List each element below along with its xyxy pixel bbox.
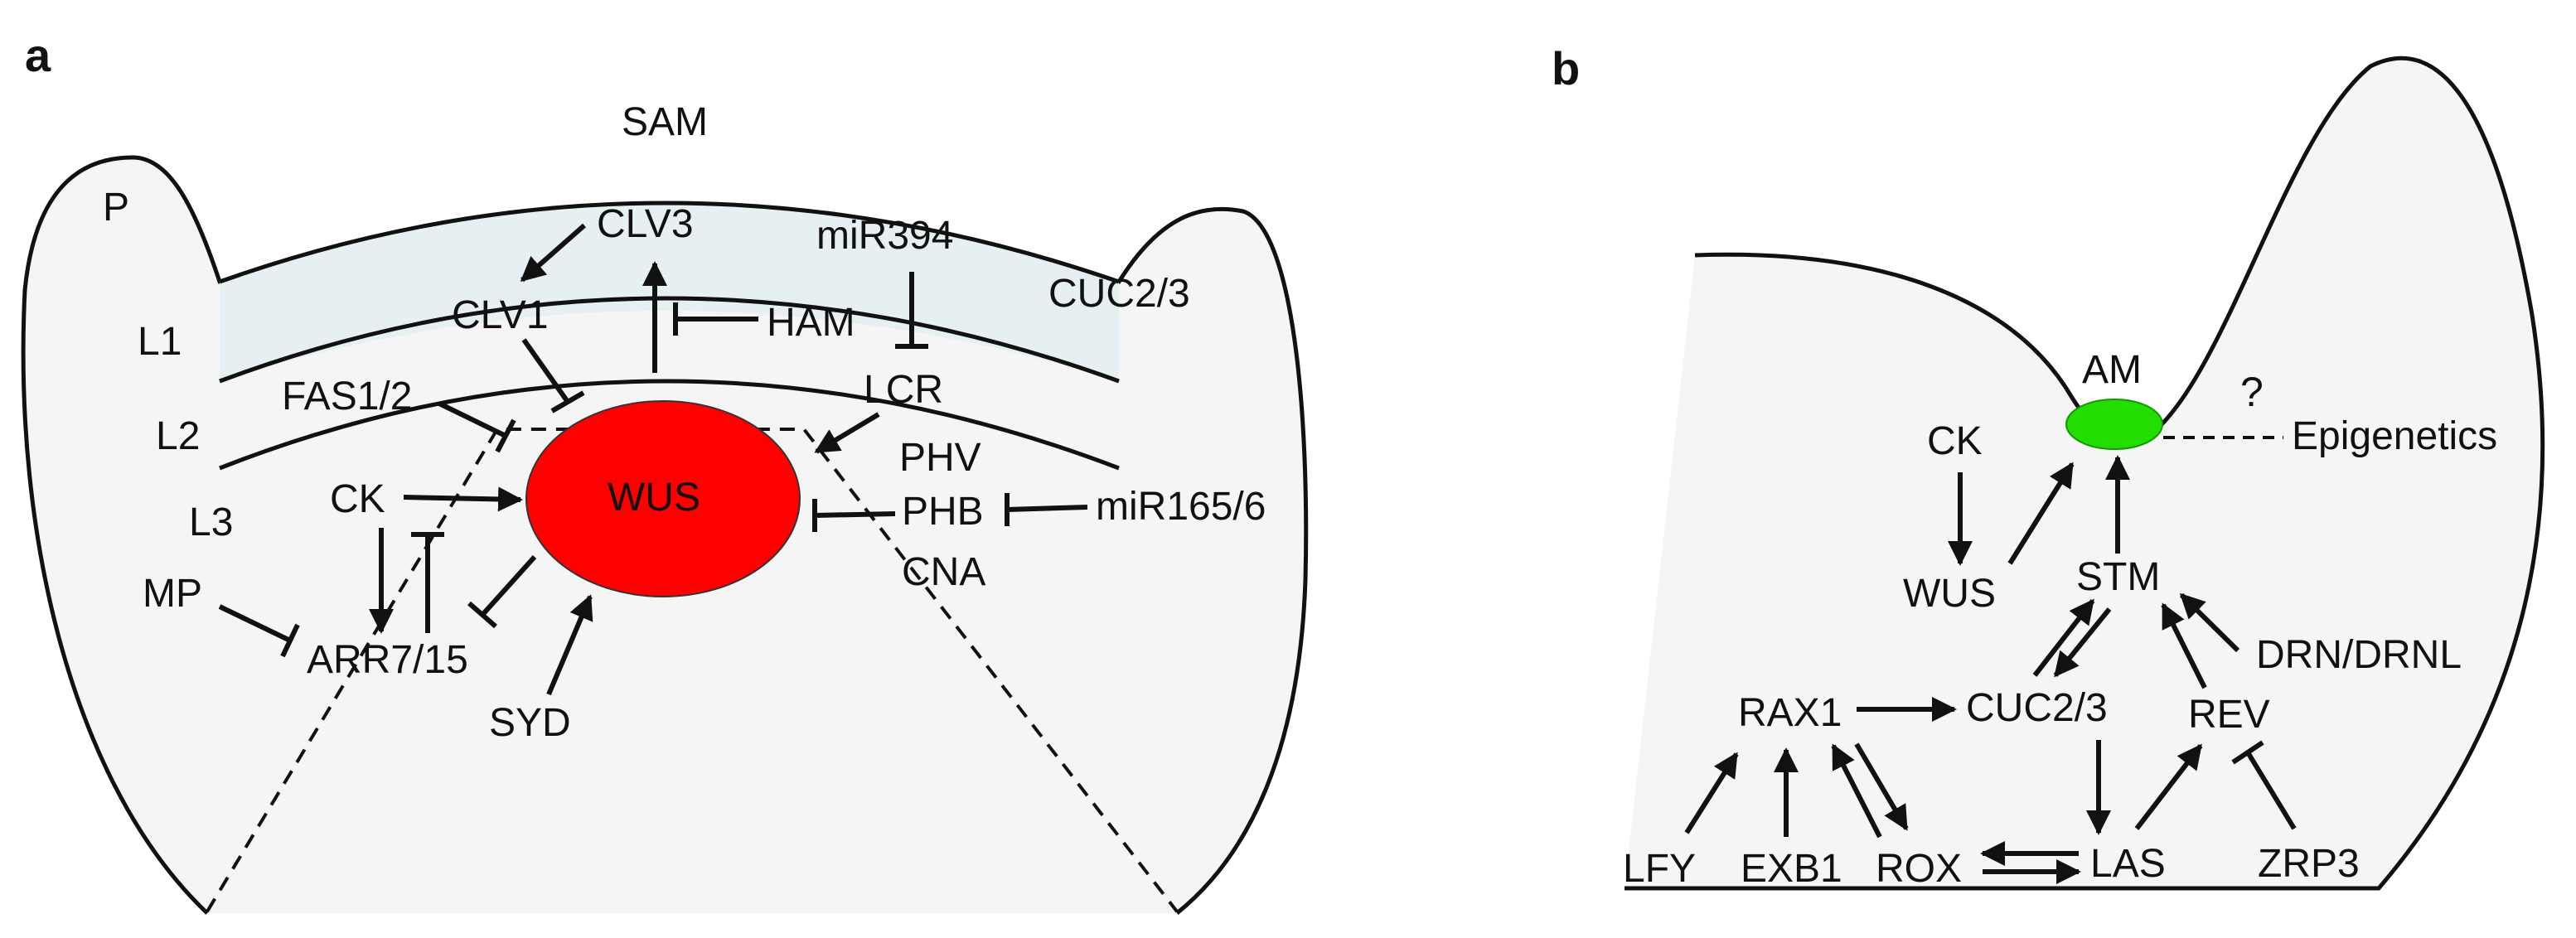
edge-syd-wus: [546, 594, 593, 696]
label-clv1: CLV1: [452, 293, 549, 337]
axillary-meristem: [2065, 399, 2163, 450]
edge-clv3-clv1: [520, 223, 586, 283]
wus-domain: [525, 400, 801, 597]
label-lfy: LFY: [1623, 847, 1696, 891]
edge-lfy-rax1: [1684, 752, 1739, 834]
edge-wus-arr-bar: [467, 601, 497, 629]
label-rox: ROX: [1876, 847, 1962, 891]
label-rev: REV: [2188, 693, 2270, 737]
layer-curve-1: [219, 201, 1120, 284]
edge-clv1-wus: [521, 338, 570, 404]
label-fas1-2: FAS1/2: [282, 375, 412, 418]
edge-zrp3-rev-bar: [2231, 740, 2264, 765]
edge-clv1-wus-bar: [550, 390, 585, 413]
label-cuc2-3-a: CUC2/3: [1048, 272, 1190, 316]
edge-mir165-phb: [1006, 505, 1088, 512]
label-ham: HAM: [767, 301, 855, 345]
label-cna: CNA: [902, 550, 985, 594]
label-wus-a: WUS: [608, 476, 700, 520]
edge-cuc-stm: [2032, 598, 2095, 677]
label-ck-b: CK: [1927, 419, 1983, 463]
label-wus-b: WUS: [1903, 572, 1996, 616]
label-clv3: CLV3: [597, 202, 694, 246]
label-l2: L2: [156, 414, 200, 458]
label-am: AM: [2082, 348, 2142, 392]
organizing-zone-dashed-outline: [206, 428, 1179, 913]
edge-mp-arr-bar: [280, 623, 300, 658]
panel-b-edges: [1684, 455, 2297, 884]
edge-drn-stm: [2179, 592, 2240, 653]
panel-a-label: a: [25, 29, 51, 81]
label-exb1: EXB1: [1741, 847, 1842, 891]
axillary-tissue-outline: [1625, 56, 2545, 891]
edge-las-rev: [2134, 743, 2203, 830]
edge-ck-wus: [403, 486, 523, 512]
label-drn-drnl: DRN/DRNL: [2256, 633, 2462, 677]
edge-mp-arr: [218, 604, 292, 643]
label-arr7-15: ARR7/15: [307, 638, 468, 682]
label-question: ?: [2240, 369, 2264, 415]
edge-rox-rax1: [1831, 743, 1882, 839]
label-phb: PHB: [902, 490, 984, 534]
label-sam: SAM: [622, 100, 708, 144]
edge-rev-stm: [2161, 602, 2207, 689]
edge-zrp3-rev: [2245, 751, 2297, 830]
label-stm: STM: [2076, 555, 2160, 599]
edge-stm-cuc: [2053, 607, 2112, 678]
edge-fas-wus-bar: [495, 418, 516, 453]
label-mp: MP: [143, 572, 202, 616]
edge-phb-wus: [814, 511, 896, 518]
edge-wus-arr: [480, 554, 537, 617]
label-lcr: LCR: [864, 368, 943, 412]
label-p: P: [103, 186, 129, 230]
label-l1: L1: [138, 320, 182, 364]
label-syd: SYD: [489, 701, 571, 745]
label-epigenetics: Epigenetics: [2292, 414, 2497, 458]
layer-curve-3: [219, 379, 1120, 471]
label-ck-a: CK: [330, 477, 385, 521]
label-mir165-6: miR165/6: [1096, 485, 1266, 529]
layer-curve-2: [219, 296, 1120, 384]
edge-lcr-wus: [814, 412, 880, 454]
l1-l2-cell-layers: [220, 203, 1119, 381]
edge-fas-wus: [438, 401, 507, 438]
label-mir394: miR394: [816, 214, 953, 258]
edge-rax1-rox: [1854, 742, 1909, 831]
label-phv: PHV: [899, 436, 981, 480]
panel-b: b AM ? Epigenetics CK WUS STM DRN/DRNL R…: [1552, 42, 2545, 891]
panel-b-label: b: [1552, 42, 1580, 94]
label-l3: L3: [189, 500, 233, 544]
label-zrp3: ZRP3: [2258, 842, 2360, 886]
edge-wus-am: [2007, 462, 2075, 565]
panel-a: a SAM P L1 L2 L3 CLV3 CLV1 miR394 CUC2/3…: [21, 29, 1309, 915]
label-cuc2-3-b: CUC2/3: [1966, 686, 2108, 730]
label-las: LAS: [2090, 842, 2166, 886]
panel-a-edges: [218, 223, 1088, 696]
label-rax1: RAX1: [1738, 691, 1842, 735]
